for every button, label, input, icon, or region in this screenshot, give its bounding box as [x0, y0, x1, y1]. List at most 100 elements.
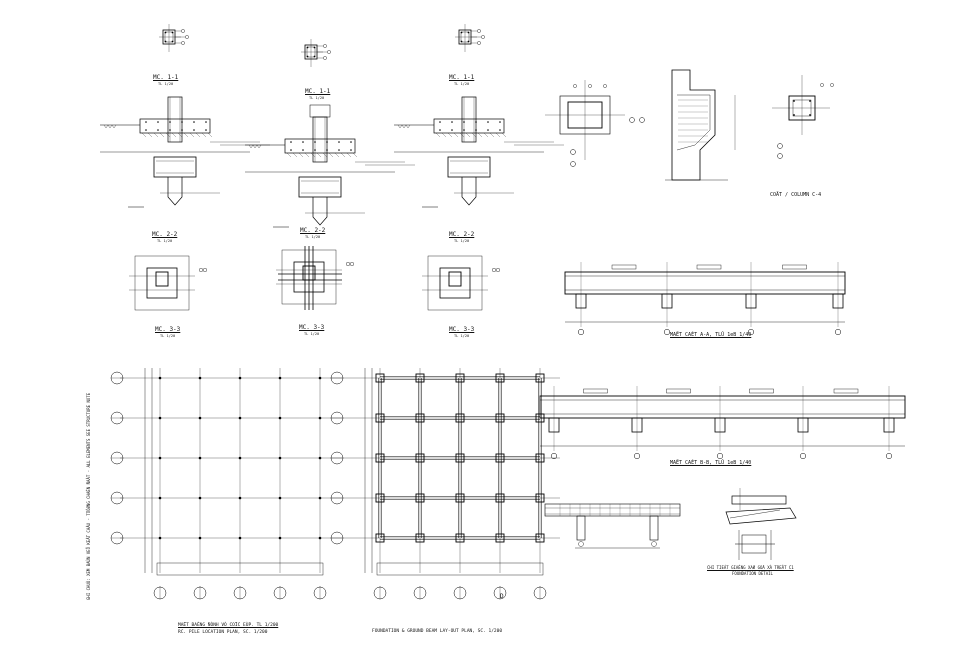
hatch [310, 152, 316, 158]
rebar-dot [164, 31, 167, 34]
hatch [177, 132, 183, 138]
grid-bubble [570, 149, 576, 155]
scale-label: TL 1/20 [304, 332, 320, 336]
pile-mark [238, 416, 242, 420]
grid-letter-d: D [500, 593, 504, 600]
bar-tag [185, 35, 189, 39]
plan-outline [427, 255, 483, 311]
pile-mark [238, 496, 242, 500]
detail-support [576, 515, 586, 541]
bar-tag [323, 56, 327, 60]
pile-mark [238, 536, 242, 540]
rebar-dot [809, 114, 811, 116]
pile-cap-plan [415, 373, 425, 383]
grid-bubble [777, 143, 783, 149]
pile [312, 197, 328, 226]
ground-hatch [111, 124, 117, 129]
section-label-mc22-c: MC. 2-2 [449, 231, 475, 238]
grid-bubble [799, 452, 807, 460]
hatch [352, 152, 358, 158]
rebar-dot [302, 149, 304, 151]
rebar-dot [475, 129, 477, 131]
bar-tag [496, 268, 501, 273]
ground-hatch [256, 144, 262, 149]
scale-label: TL 1/20 [157, 239, 173, 243]
hatch [286, 152, 292, 158]
rebar-dot [302, 141, 304, 143]
grid-bubble [550, 452, 558, 460]
hatch [316, 152, 322, 158]
pile-mark [318, 376, 322, 380]
rebar-dot [326, 141, 328, 143]
pile-cap-plan [415, 493, 425, 503]
ground-hatch [248, 144, 254, 149]
rebar-dot [467, 40, 470, 43]
rebar-label [749, 388, 774, 394]
section-label-mc11-a: MC. 1-1 [153, 74, 179, 81]
rebar-dot [793, 100, 795, 102]
rebar-dot [314, 149, 316, 151]
rebar-dot [809, 100, 811, 102]
rebar-dot [487, 121, 489, 123]
pile-mark [318, 496, 322, 500]
scale-label: TL 1/20 [305, 235, 321, 239]
rebar-dot [475, 121, 477, 123]
beam-bb-title: MAËT CAÉT B-B, TLÛ 1eB 1/40 [670, 460, 752, 466]
side-note: GHI CHUÙ: XEM BAÛN VEÕ KEÁT CAÁU - TÖÔØN… [86, 392, 91, 600]
bar-tag [202, 268, 207, 273]
rebar-dot [460, 31, 463, 34]
bar-tag [198, 268, 203, 273]
grid-bubble [651, 541, 657, 547]
pile-mark [318, 416, 322, 420]
pile-cap-plan [375, 533, 385, 543]
hatch [471, 132, 477, 138]
drawing-artwork [100, 24, 906, 600]
section-label-mc33-c: MC. 3-3 [449, 326, 475, 333]
scale-label: TL 1/20 [158, 82, 174, 86]
rebar-dot [181, 129, 183, 131]
hatch [189, 132, 195, 138]
pile [461, 177, 477, 206]
rebar-dot [451, 121, 453, 123]
hatch [435, 132, 441, 138]
pile-cap-plan [375, 373, 385, 383]
section-label-mc33-a: MC. 3-3 [155, 326, 181, 333]
ground-hatch [252, 144, 258, 149]
plan-outline [134, 255, 190, 311]
pile-cap-plan [455, 373, 465, 383]
pile-mark [198, 496, 202, 500]
hatch [183, 132, 189, 138]
rebar-dot [157, 129, 159, 131]
section-label-mc22-b: MC. 2-2 [300, 227, 326, 234]
pile-mark [198, 456, 202, 460]
rebar-dot [306, 55, 309, 58]
pile-cap [447, 156, 491, 178]
pile-cap-plan [495, 493, 505, 503]
pile-cap-plan [535, 533, 545, 543]
pile-cap-plan [495, 373, 505, 383]
ground-hatch [397, 124, 403, 129]
rebar-dot [313, 46, 316, 49]
rebar-dot [205, 129, 207, 131]
rebar-dot [499, 129, 501, 131]
grid-bubble [633, 452, 641, 460]
hatch [292, 152, 298, 158]
grid-bubble [639, 117, 645, 123]
rebar-label [666, 388, 691, 394]
rebar-dot [439, 129, 441, 131]
pile-mark [278, 496, 282, 500]
pile-mark [318, 456, 322, 460]
rebar [729, 509, 781, 519]
bar-tag [350, 262, 355, 267]
bar-tag [181, 29, 185, 33]
rebar-label [583, 388, 608, 394]
pile-mark [198, 376, 202, 380]
dimension-box [156, 562, 324, 576]
column-elevation [671, 69, 716, 181]
rebar-dot [338, 141, 340, 143]
hatch [165, 132, 171, 138]
rebar-label [833, 388, 859, 394]
pile-cap-plan [535, 373, 545, 383]
grid-bubble [885, 452, 893, 460]
